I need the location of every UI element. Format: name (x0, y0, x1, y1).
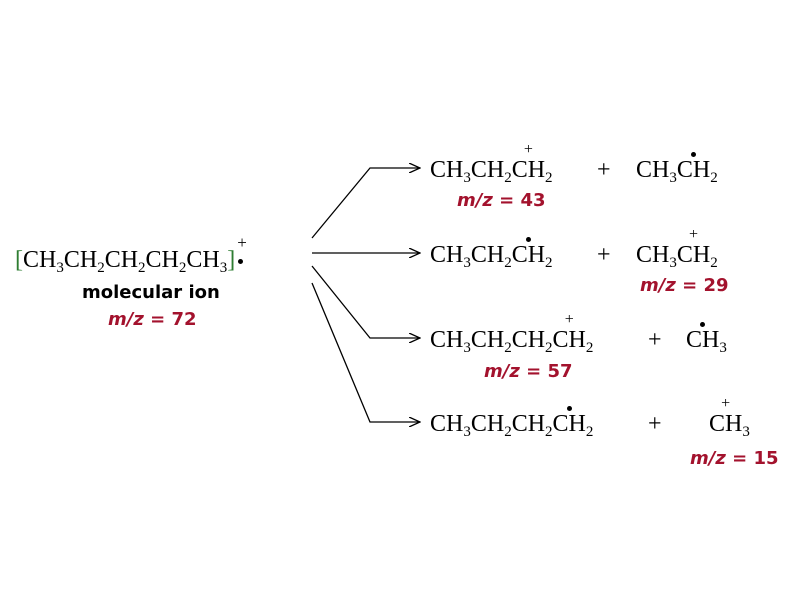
fragment-2-plus: + (597, 242, 611, 268)
radical-dot-icon (525, 237, 531, 242)
radical-carbon: CH (512, 237, 545, 269)
fragment-2-mz: m/z = 29 (640, 275, 729, 296)
fragment-4-mz: m/z = 15 (690, 448, 779, 469)
charged-carbon: +CH (709, 395, 743, 438)
radical-carbon: CH (677, 152, 710, 184)
fragment-3-plus: + (648, 327, 662, 353)
fragment-2-partner: CH3+CH2 (636, 226, 718, 271)
fragment-1-product: CH3CH2+CH2 (430, 141, 553, 186)
fragment-4-plus: + (648, 411, 662, 437)
fragment-3-mz: m/z = 57 (484, 361, 573, 382)
arrow-to-fragment-1 (311, 168, 420, 239)
fragment-1-mz: m/z = 43 (457, 190, 546, 211)
fragment-4-partner: +CH3 (709, 395, 750, 440)
charged-carbon: +CH (676, 226, 711, 269)
molecular-ion-formula: [CH3CH2CH2CH2CH3]+ (15, 234, 249, 276)
molecular-ion-bracket-close: ] (227, 247, 236, 273)
radical-cation-marker: + (235, 234, 249, 274)
molecular-ion-mz: m/z = 72 (108, 309, 197, 330)
fragment-3-partner: CH3 (686, 322, 727, 356)
positive-charge: + (237, 233, 247, 252)
charged-carbon: +CH (511, 141, 546, 184)
radical-carbon: CH (686, 322, 719, 354)
fragment-3-product: CH3CH2CH2+CH2 (430, 311, 594, 356)
molecular-ion-label: molecular ion (82, 282, 220, 303)
radical-dot-icon (566, 406, 572, 411)
molecular-ion-bracket-open: [ (15, 247, 23, 273)
radical-dot-icon (691, 152, 697, 157)
arrow-to-fragment-4 (311, 282, 420, 422)
radical-carbon: CH (553, 406, 586, 438)
arrow-to-fragment-3 (311, 265, 420, 338)
fragment-1-plus: + (597, 157, 611, 183)
radical-dot-icon (238, 259, 244, 264)
radical-dot-icon (700, 322, 706, 327)
charged-carbon: +CH (552, 311, 586, 354)
